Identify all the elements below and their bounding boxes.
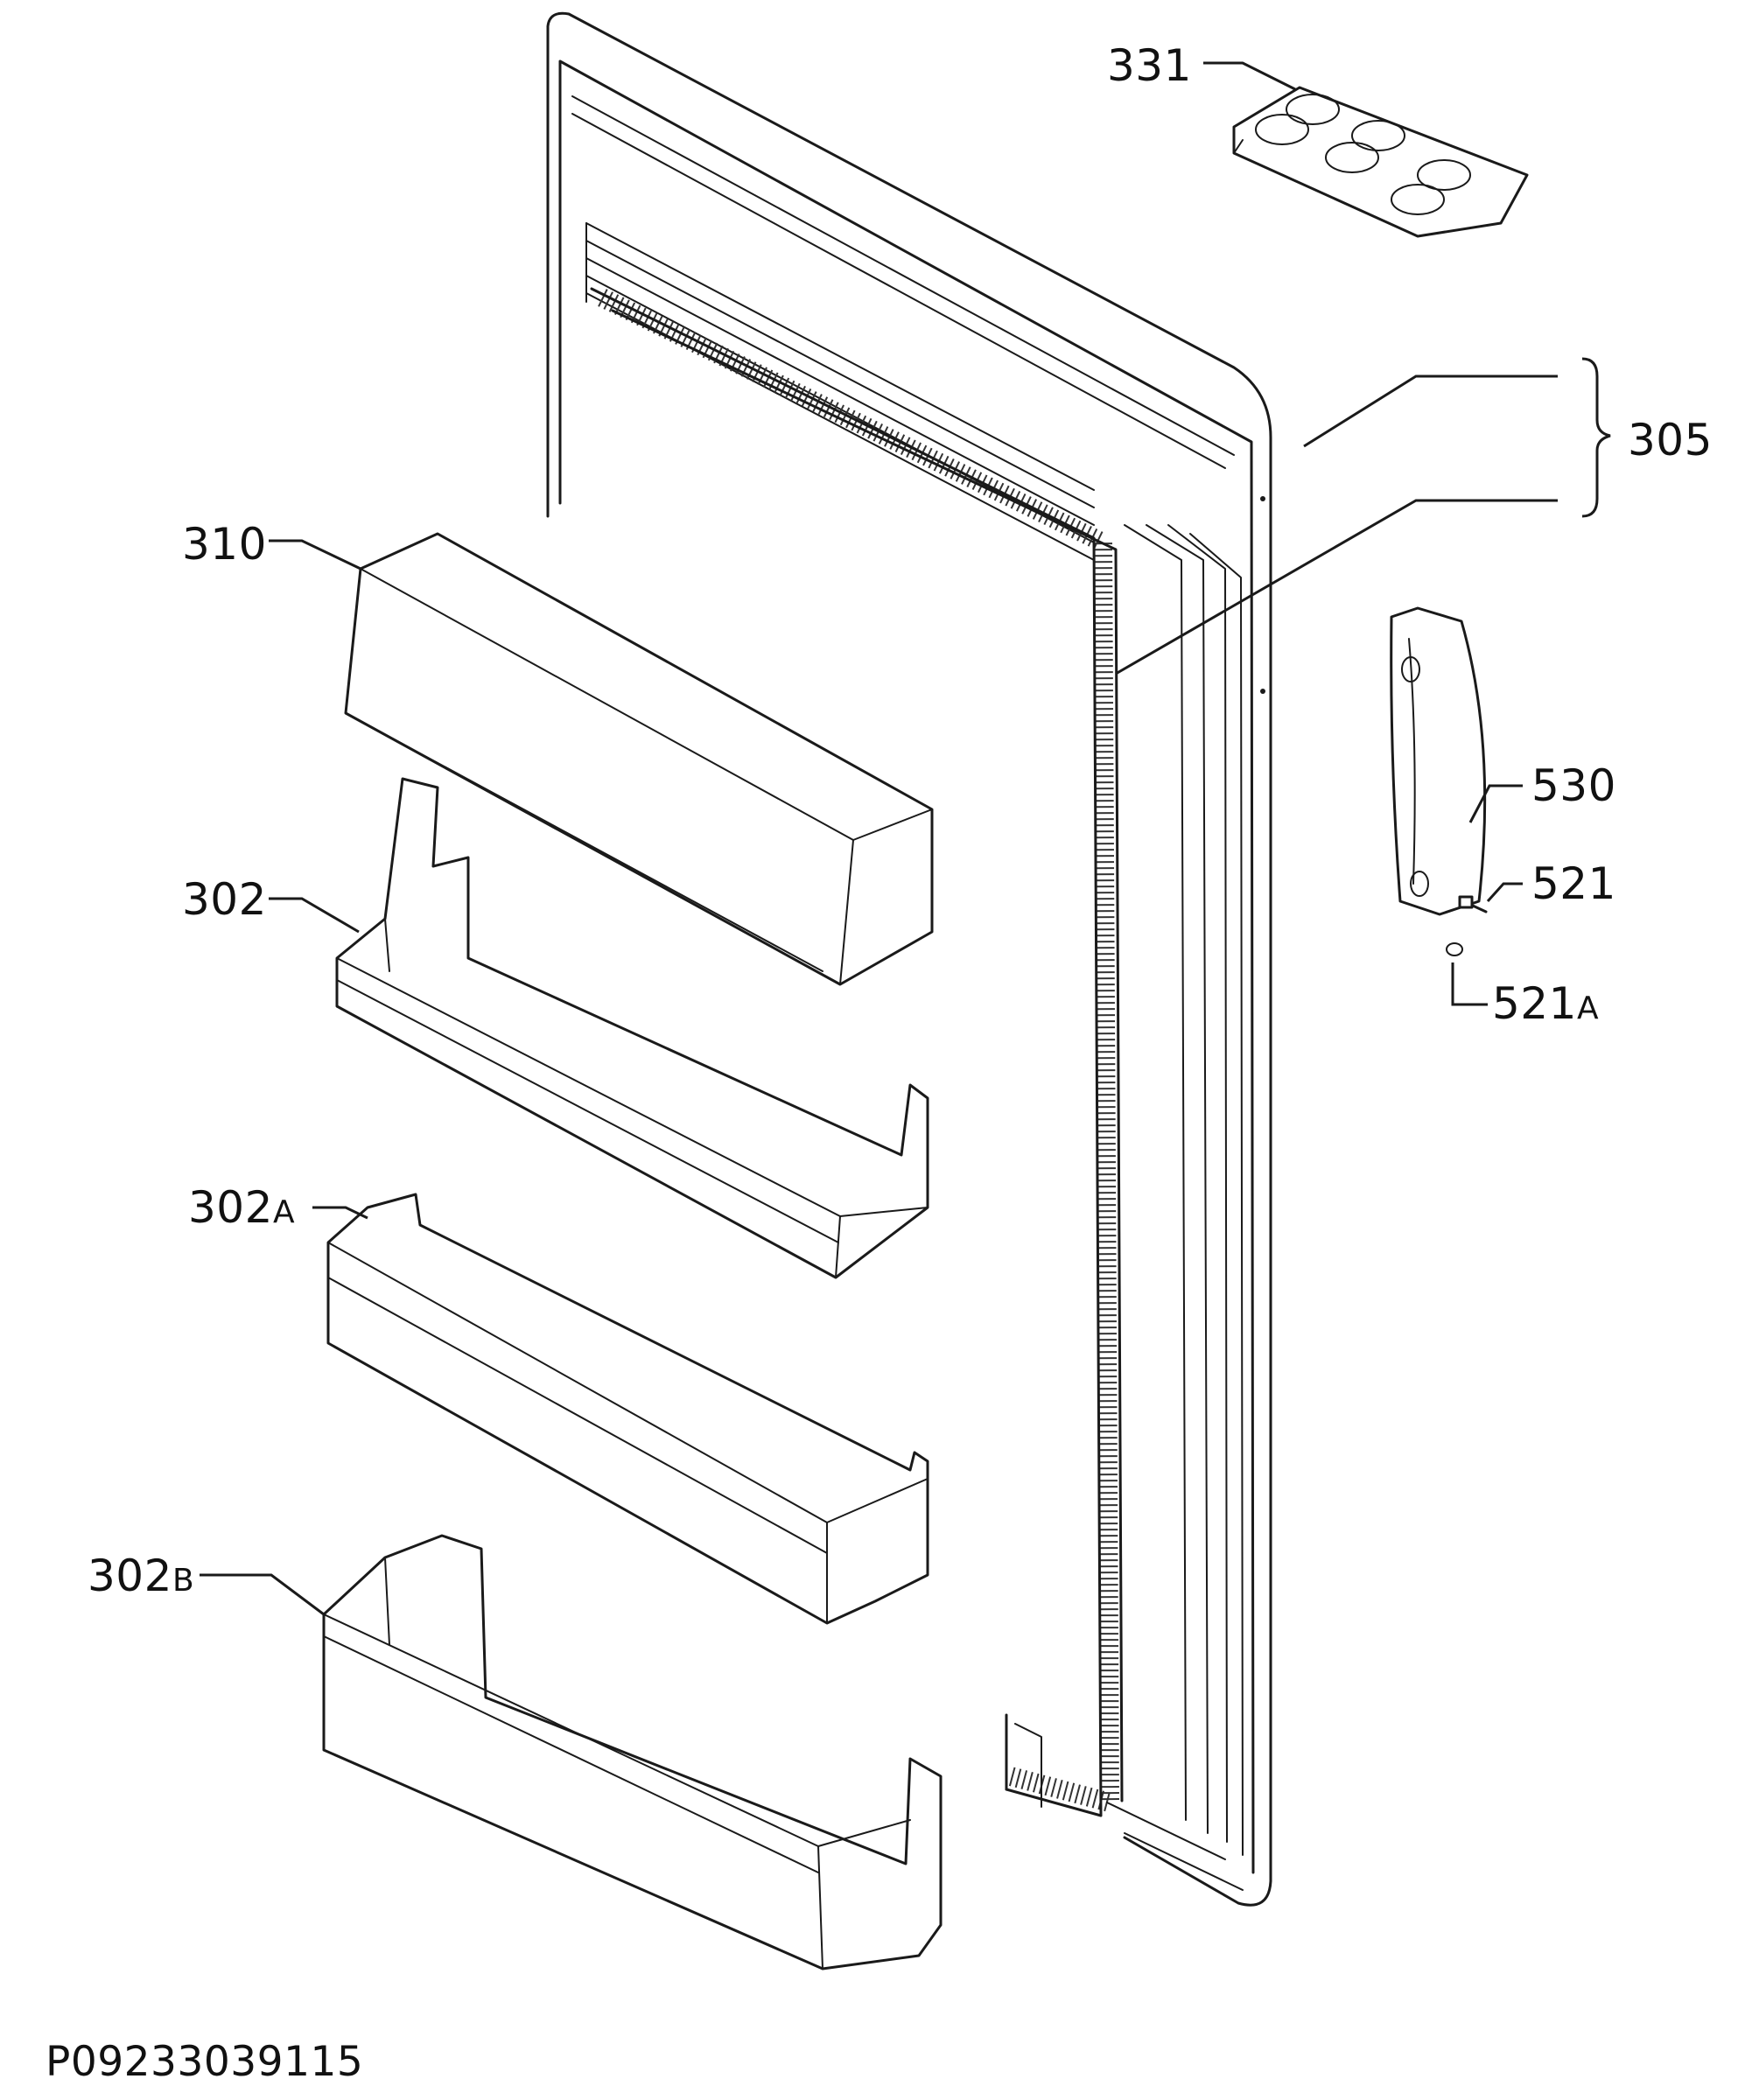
screw-521 xyxy=(1458,895,1488,914)
covered-shelf-310 xyxy=(344,532,934,986)
label-302b-suffix: B xyxy=(172,1563,195,1599)
label-521a-main: 521 xyxy=(1492,978,1577,1029)
label-331: 331 xyxy=(1107,44,1192,88)
washer-521a xyxy=(1446,942,1463,956)
label-302b-main: 302 xyxy=(88,1550,172,1601)
document-code: P09233039115 xyxy=(46,2038,364,2086)
label-302a: 302A xyxy=(188,1186,295,1229)
label-310-text: 310 xyxy=(182,519,267,570)
label-521-text: 521 xyxy=(1531,858,1616,909)
door-bin-302b xyxy=(322,1534,943,1970)
label-305: 305 xyxy=(1628,418,1713,462)
label-302: 302 xyxy=(182,878,267,921)
label-530: 530 xyxy=(1531,764,1616,808)
label-521a-suffix: A xyxy=(1576,990,1600,1026)
label-302a-suffix: A xyxy=(272,1194,296,1230)
label-530-text: 530 xyxy=(1531,760,1616,811)
label-310: 310 xyxy=(182,522,267,566)
handle-530 xyxy=(1390,606,1487,916)
label-521a: 521A xyxy=(1492,982,1599,1026)
door-panel xyxy=(546,11,1272,1907)
label-331-text: 331 xyxy=(1107,40,1192,91)
label-521: 521 xyxy=(1531,862,1616,906)
label-302a-main: 302 xyxy=(188,1182,273,1233)
brace-305 xyxy=(1581,357,1611,518)
label-302b: 302B xyxy=(88,1554,194,1598)
label-305-text: 305 xyxy=(1628,415,1713,466)
label-302-text: 302 xyxy=(182,874,267,925)
door-bin-302 xyxy=(335,777,929,1279)
egg-tray-331 xyxy=(1232,86,1529,238)
leader-lines xyxy=(200,61,1558,1616)
door-bin-302a xyxy=(326,1193,929,1625)
